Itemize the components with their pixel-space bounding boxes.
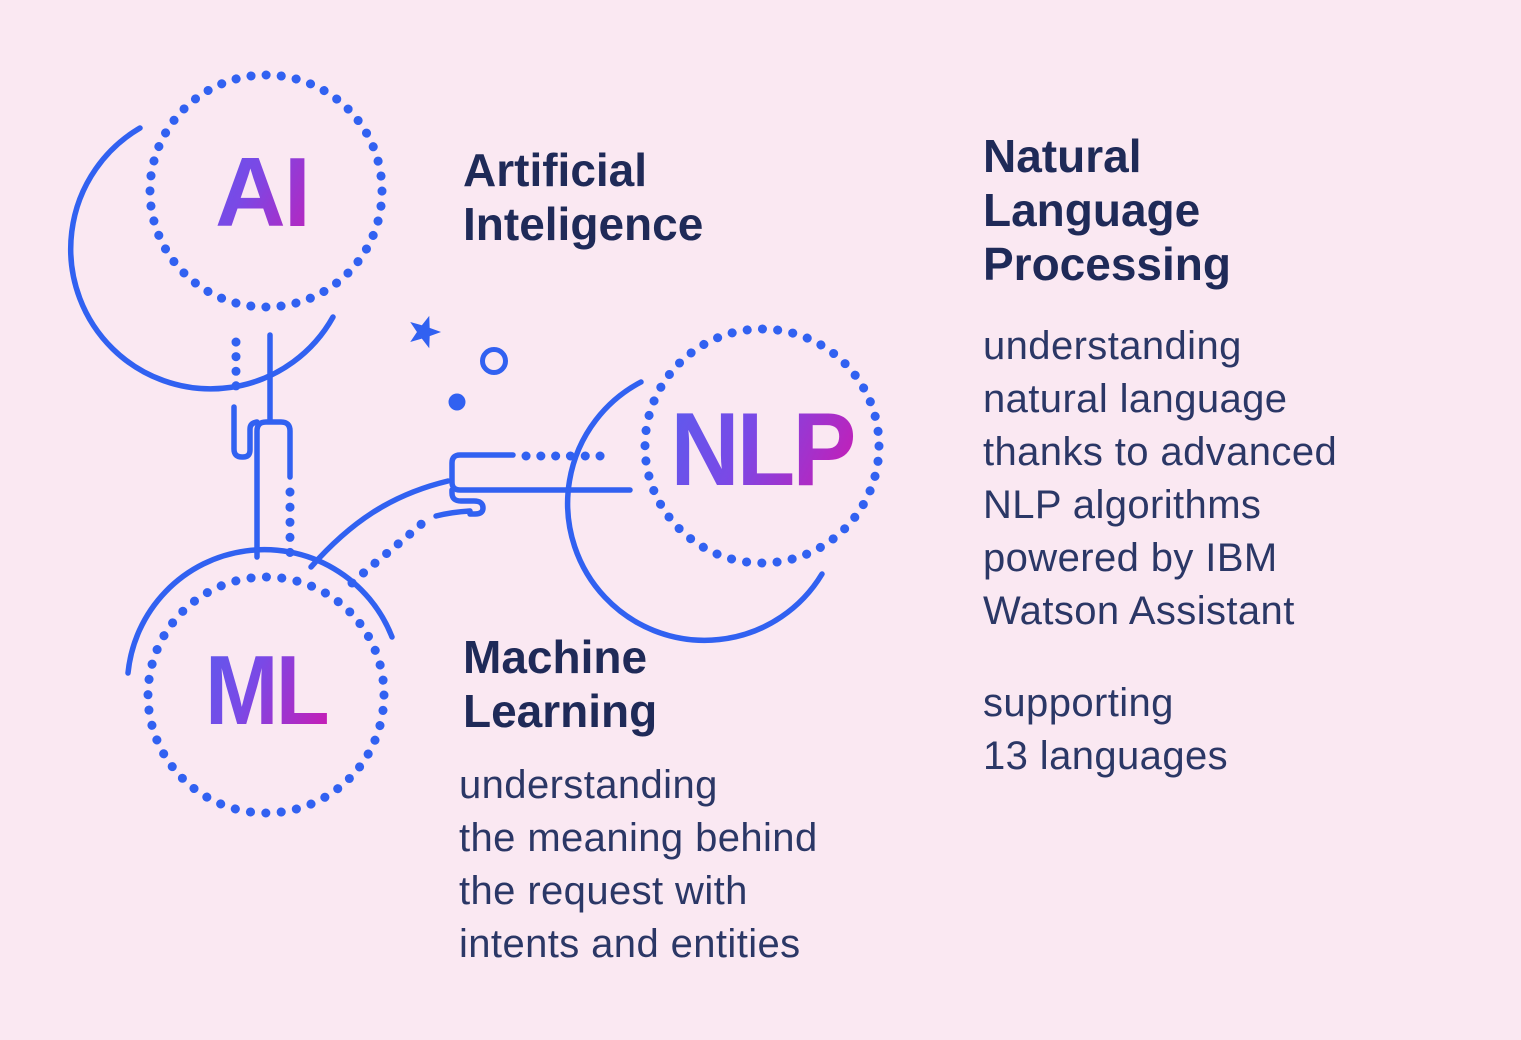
nlp-description-line: natural language [983,377,1288,421]
star-icon [410,315,442,349]
nlp-title-line-2: Language [983,184,1201,236]
ml-title-line-2: Learning [463,685,658,737]
ml-description-line: the meaning behind [459,816,818,860]
ml-description-line: the request with [459,869,748,913]
nlp-description-line: powered by IBM [983,536,1278,580]
nlp-description-line: NLP algorithms [983,483,1262,527]
diagonal-arm-line [308,478,451,570]
filled-dot-icon [448,393,466,411]
nlp-arc [564,379,825,643]
nlp-label: NLP [578,388,946,512]
nlp-description: understanding natural language thanks to… [983,320,1337,638]
nlp-description-line: understanding [983,324,1242,368]
ml-dotted-circle [143,572,389,818]
decorations [410,315,508,411]
ml-title: Machine Learning [463,630,657,738]
nlp-footnote-line: 13 languages [983,734,1229,778]
arm-ml-to-nlp [308,451,633,588]
robot-hand [433,451,633,519]
ai-title-line-1: Artificial [463,144,648,196]
ai-dotted-circle [145,70,387,312]
nlp-description-line: thanks to advanced [983,430,1338,474]
ml-description: understanding the meaning behind the req… [459,759,818,971]
nlp-title: Natural Language Processing [983,129,1231,291]
nlp-title-line-1: Natural [983,130,1142,182]
ml-node-graphic [125,546,395,818]
ai-label: AI [112,130,412,254]
ml-description-line: intents and entities [459,922,801,966]
arm-hook [231,404,260,460]
arm-capsule [254,419,293,560]
nlp-dotted-circle [640,324,884,568]
nlp-description-line: Watson Assistant [983,589,1295,633]
ml-description-line: understanding [459,763,718,807]
arm-ai-to-ml [231,332,295,561]
ai-title: Artificial Inteligence [463,143,703,251]
ai-title-line-2: Inteligence [463,198,704,250]
nlp-footnote: supporting 13 languages [983,677,1228,783]
hand-bar [449,452,633,493]
ml-arc [125,546,395,676]
diagonal-arm-dotted-line [347,512,434,588]
nlp-node-graphic [564,324,884,643]
circle-outline-icon [480,347,508,375]
ai-arc [67,125,336,392]
ml-title-line-1: Machine [463,631,648,683]
ml-label: ML [131,628,401,752]
hand-thumb [433,508,473,519]
nlp-footnote-line: supporting [983,681,1174,725]
ai-node-graphic [67,70,387,392]
hand-lip [449,487,486,517]
nlp-title-line-3: Processing [983,238,1231,290]
